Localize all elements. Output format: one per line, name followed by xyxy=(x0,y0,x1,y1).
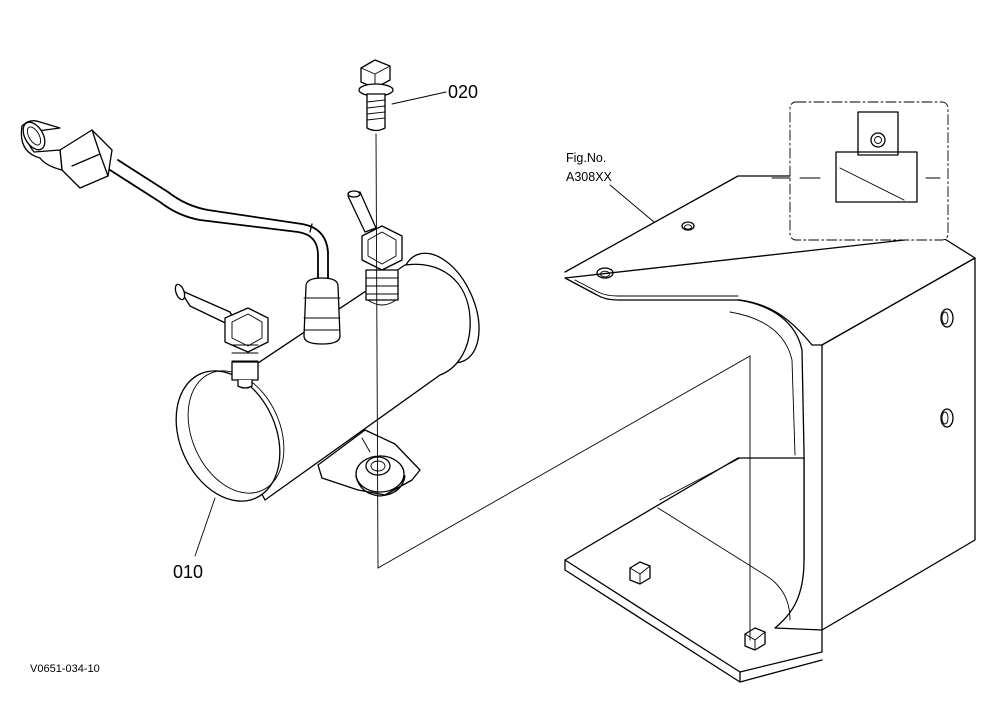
fig-ref-label: Fig.No. xyxy=(566,151,606,165)
bolt xyxy=(358,59,394,132)
callout-020: 020 xyxy=(448,82,478,102)
fig-ref-number: A308XX xyxy=(566,170,613,184)
mounting-bracket xyxy=(564,175,976,683)
drawing-code: V0651-034-10 xyxy=(30,663,100,675)
fuel-pump xyxy=(20,120,480,502)
detail-inset xyxy=(771,101,949,241)
assembly-lines xyxy=(194,91,751,641)
callout-010: 010 xyxy=(173,562,203,582)
